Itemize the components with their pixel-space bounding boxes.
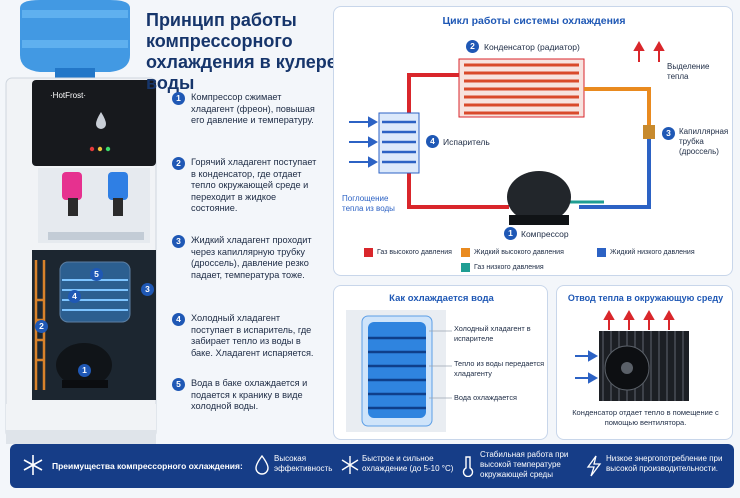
heat-release-label: Выделение тепла xyxy=(667,62,710,81)
step-text: Вода в баке охлаждается и подается к кра… xyxy=(191,378,308,412)
step-4: 4 Холодный хладагент поступает в испарит… xyxy=(172,313,322,359)
water-title: Как охлаждается вода xyxy=(389,293,494,304)
cycle-diagram xyxy=(349,40,665,225)
cooler-badge-3: 3 xyxy=(141,283,154,296)
advantage-4: Низкое энергопотребление при высокой про… xyxy=(606,454,723,473)
advantages-bar: Преимущества компрессорного охлаждения: … xyxy=(10,444,734,488)
snowflake-icon xyxy=(23,455,43,475)
cooler-badge-1: 1 xyxy=(78,364,91,377)
heat-panel: Отвод тепла в окружающую среду Конденсат… xyxy=(556,285,733,440)
page-title: Принцип работы компрессорного охлаждения… xyxy=(146,10,376,93)
water-panel: Как охлаждается вода Холодный хладагент … xyxy=(333,285,548,440)
evaporator-label: Испаритель xyxy=(443,137,490,147)
cooler-badge-2: 2 xyxy=(35,320,48,333)
cycle-badge-compressor: 1 xyxy=(504,227,517,240)
step-number: 3 xyxy=(172,235,185,248)
step-3: 3 Жидкий хладагент проходит через капилл… xyxy=(172,235,322,281)
snowflake-icon xyxy=(341,456,359,474)
cooler-badge-5: 5 xyxy=(90,268,103,281)
advantage-3: Стабильная работа при высокой температур… xyxy=(480,450,569,479)
legend-swatch-high-gas xyxy=(364,248,373,257)
step-number: 4 xyxy=(172,313,185,326)
condenser-label: Конденсатор (радиатор) xyxy=(484,42,580,52)
advantage-1: Высокая эффективность xyxy=(274,454,333,473)
step-number: 5 xyxy=(172,378,185,391)
step-1: 1 Компрессор сжимает хладагент (фреон), … xyxy=(172,92,322,127)
advantages-heading: Преимущества компрессорного охлаждения: xyxy=(52,461,243,471)
compressor-label: Компрессор xyxy=(521,229,569,239)
step-5: 5 Вода в баке охлаждается и подается к к… xyxy=(172,378,322,413)
cooler-badge-4: 4 xyxy=(68,290,81,303)
cycle-title: Цикл работы системы охлаждения xyxy=(442,15,626,27)
step-2: 2 Горячий хладагент поступает в конденса… xyxy=(172,157,322,215)
lightning-icon xyxy=(586,455,602,477)
cycle-badge-evaporator: 4 xyxy=(426,135,439,148)
absorption-label: Поглощение тепла из воды xyxy=(342,194,395,213)
cycle-badge-condenser: 2 xyxy=(466,40,479,53)
heat-title: Отвод тепла в окружающую среду xyxy=(567,293,724,303)
cold-refrigerant-label: Холодный хладагент в испарителе xyxy=(454,324,531,343)
step-text: Компрессор сжимает хладагент (фреон), по… xyxy=(191,92,315,126)
step-text: Горячий хладагент поступает в конденсато… xyxy=(191,157,317,214)
legend-high-gas: Газ высокого давления xyxy=(377,249,452,256)
water-cooled-label: Вода охлаждается xyxy=(454,393,517,402)
legend-swatch-low-liquid xyxy=(597,248,606,257)
legend-swatch-high-liquid xyxy=(461,248,470,257)
legend-low-liquid: Жидкий низкого давления xyxy=(610,249,695,256)
step-number: 1 xyxy=(172,92,185,105)
advantage-2: Быстрое и сильное охлаждение (до 5-10 °C… xyxy=(362,454,454,473)
heat-caption: Конденсатор отдает тепло в помещение с п… xyxy=(572,408,719,427)
drop-icon xyxy=(255,455,269,475)
cycle-panel: Цикл работы системы охлаждения xyxy=(333,6,733,276)
cooler-brand: ·HotFrost· xyxy=(50,91,86,100)
thermometer-icon xyxy=(462,456,474,477)
legend-swatch-low-gas xyxy=(461,263,470,272)
water-tank-diagram xyxy=(346,310,452,432)
legend-high-liquid: Жидкий высокого давления xyxy=(474,249,564,256)
water-cooler-illustration: ·HotFrost· 5 4 3 2 1 xyxy=(0,0,165,493)
capillary-label: Капиллярная трубка (дроссель) xyxy=(679,127,729,156)
heatsink-fan-diagram xyxy=(575,309,689,401)
step-text: Холодный хладагент поступает в испарител… xyxy=(191,313,314,358)
cycle-badge-capillary: 3 xyxy=(662,127,675,140)
step-number: 2 xyxy=(172,157,185,170)
heat-transfer-label: Тепло из воды передается хладагенту xyxy=(454,359,545,378)
legend-low-gas: Газ низкого давления xyxy=(474,264,544,271)
step-text: Жидкий хладагент проходит через капилляр… xyxy=(191,235,312,280)
